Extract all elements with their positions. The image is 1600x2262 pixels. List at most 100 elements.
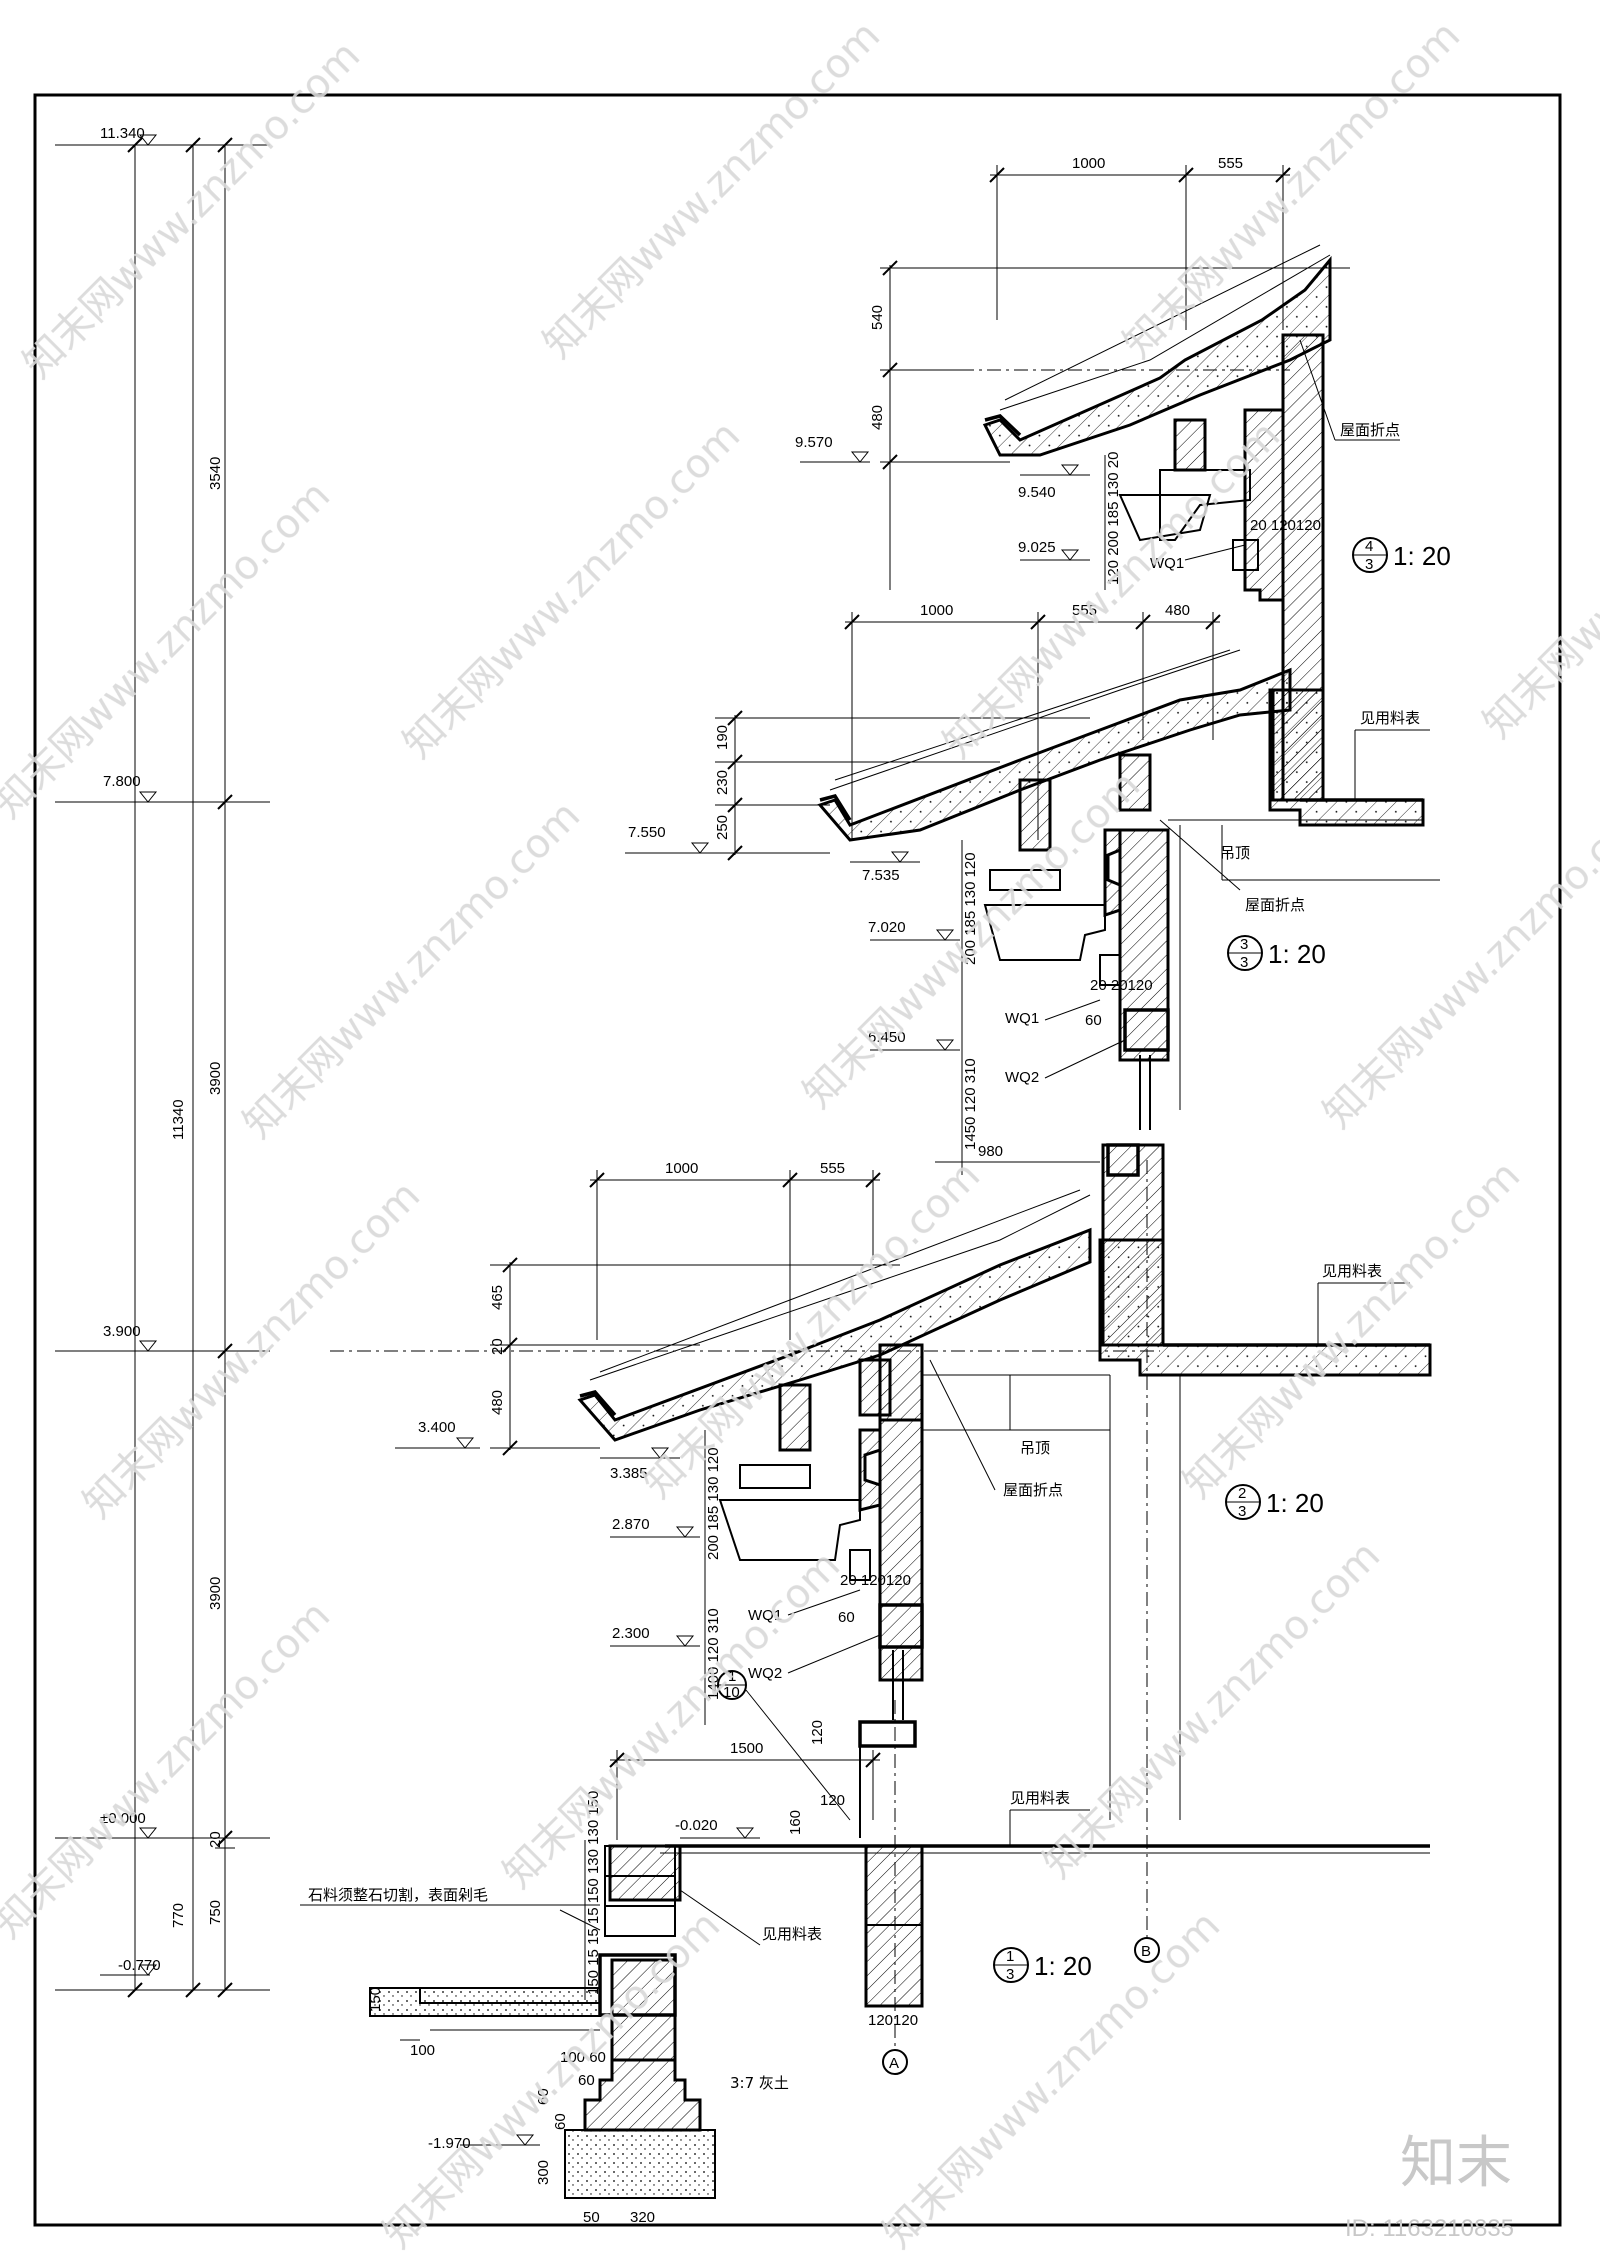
dim-low-small: 20 120120 bbox=[840, 1572, 911, 1589]
watermark-text-11: 知末网www.znzmo.com bbox=[75, 1173, 430, 1528]
dim-mid-555: 555 bbox=[1072, 602, 1097, 619]
level-6-450: 6.450 bbox=[868, 1029, 906, 1046]
dim-base-100a: 100 bbox=[410, 2042, 435, 2059]
detail-2-num: 2 bbox=[1238, 1485, 1246, 1502]
label-lime-soil: 3:7 灰土 bbox=[730, 2074, 789, 2092]
axis-b: B bbox=[1141, 1943, 1151, 1960]
dim-base-wall-width: 120120 bbox=[868, 2012, 918, 2029]
dim-low-555: 555 bbox=[820, 1160, 845, 1177]
label-see-material-low: 见用料表 bbox=[1322, 1262, 1382, 1280]
dim-base-150: 150 bbox=[367, 1987, 384, 2012]
dim-mid-small: 20 20120 bbox=[1090, 977, 1153, 994]
dim-750: 750 bbox=[207, 1900, 224, 1925]
drawing-frame bbox=[33, 93, 1562, 2227]
level-7-020: 7.020 bbox=[868, 919, 906, 936]
label-ceiling-mid: 吊顶 bbox=[1220, 844, 1250, 862]
dim-low-stack-upper: 200 185 130 120 bbox=[705, 1447, 722, 1560]
level-3-385: 3.385 bbox=[610, 1465, 648, 1482]
level-7-800: 7.800 bbox=[103, 773, 141, 790]
watermark-text-5: 知末网www.znzmo.com bbox=[395, 413, 750, 768]
watermark-text-7: 知末网www.znzmo.com bbox=[1475, 393, 1600, 748]
dim-mid-60: 60 bbox=[1085, 1012, 1102, 1029]
watermark-text-13: 知末网www.znzmo.com bbox=[1175, 1153, 1530, 1508]
level-7-535: 7.535 bbox=[862, 867, 900, 884]
label-see-material-mid: 见用料表 bbox=[1360, 709, 1420, 727]
level-3-400: 3.400 bbox=[418, 1419, 456, 1436]
label-see-material-base: 见用料表 bbox=[1010, 1789, 1070, 1807]
dim-base-120: 120 bbox=[809, 1720, 826, 1745]
dim-base-50: 50 bbox=[583, 2209, 600, 2226]
watermark-text-4: 知末网www.znzmo.com bbox=[0, 473, 339, 828]
level-minus-0-020: -0.020 bbox=[675, 1817, 718, 1834]
watermark-text-1: 知末网www.znzmo.com bbox=[15, 33, 370, 388]
label-roof-break-low: 屋面折点 bbox=[1003, 1481, 1063, 1499]
eave-detail-middle: 1000 555 480 190 230 250 200 185 130 120… bbox=[625, 602, 1440, 1175]
dim-low-stack-lower: 1400 120 310 bbox=[705, 1608, 722, 1700]
dim-top-480: 480 bbox=[869, 405, 886, 430]
level-minus-0-770: -0.770 bbox=[118, 1957, 161, 1974]
dim-base-120b: 120 bbox=[820, 1792, 845, 1809]
base-detail: 1500 120 1 60 120 -0.020 120120 A B 见用料表 bbox=[300, 1160, 1430, 2226]
watermark-text-8: 知末网www.znzmo.com bbox=[235, 793, 590, 1148]
axis-a: A bbox=[889, 2055, 899, 2072]
watermark-logo: 知末 bbox=[1400, 2131, 1512, 2196]
dim-base-60c: 60 bbox=[578, 2072, 595, 2089]
label-wq2-mid: WQ2 bbox=[1005, 1069, 1039, 1086]
dim-mid-480: 480 bbox=[1165, 602, 1190, 619]
dim-3900-upper: 3900 bbox=[207, 1062, 224, 1095]
watermark-text-16: 知末网www.znzmo.com bbox=[1035, 1533, 1390, 1888]
detail-1-den: 3 bbox=[1006, 1966, 1014, 1983]
level-3-900: 3.900 bbox=[103, 1323, 141, 1340]
dim-mid-230: 230 bbox=[714, 770, 731, 795]
dim-low-465: 465 bbox=[489, 1285, 506, 1310]
dim-11340: 11340 bbox=[170, 1099, 187, 1140]
dim-top-540: 540 bbox=[869, 305, 886, 330]
axis-b-bubble bbox=[1134, 1937, 1160, 1963]
dim-20-grade: 20 bbox=[207, 1831, 224, 1848]
dim-low-60: 60 bbox=[838, 1609, 855, 1626]
dim-top-stack: 120 200 185 130 20 bbox=[1105, 452, 1122, 585]
dim-top-555: 555 bbox=[1218, 155, 1243, 172]
dim-top-right-small: 20 120120 bbox=[1250, 517, 1321, 534]
dim-770: 770 bbox=[170, 1903, 187, 1928]
dim-mid-stack-upper: 200 185 130 120 bbox=[962, 852, 979, 965]
detail-3-num: 3 bbox=[1240, 936, 1248, 953]
watermark-text-14: 知末网www.znzmo.com bbox=[0, 1593, 339, 1948]
level-minus-1-970: -1.970 bbox=[428, 2135, 471, 2152]
detail-4-scale: 1: 20 bbox=[1393, 541, 1451, 571]
label-wq1-mid: WQ1 bbox=[1005, 1010, 1039, 1027]
level-0-000: ±0.000 bbox=[100, 1810, 146, 1827]
level-7-550: 7.550 bbox=[628, 824, 666, 841]
watermark-layer: 知末网www.znzmo.com 知末网www.znzmo.com 知末网www… bbox=[0, 13, 1600, 2258]
label-wq1-low: WQ1 bbox=[748, 1607, 782, 1624]
watermark-text-10: 知末网www.znzmo.com bbox=[1315, 783, 1600, 1138]
left-level-column: 11.340 7.800 3.900 ±0.000 -0.770 11340 3… bbox=[55, 125, 270, 1998]
dim-mid-stack-lower: 1450 120 310 bbox=[962, 1058, 979, 1150]
label-wq2-low: WQ2 bbox=[748, 1665, 782, 1682]
dim-low-20: 20 bbox=[489, 1338, 506, 1355]
watermark-id: ID: 1163210835 bbox=[1345, 2215, 1514, 2242]
detail-2-scale: 1: 20 bbox=[1266, 1488, 1324, 1518]
level-9-025: 9.025 bbox=[1018, 539, 1056, 556]
level-11-340: 11.340 bbox=[100, 125, 145, 142]
dim-3900-lower: 3900 bbox=[207, 1577, 224, 1610]
detail-4-den: 3 bbox=[1365, 556, 1373, 573]
level-2-870: 2.870 bbox=[612, 1516, 650, 1533]
detail-3-den: 3 bbox=[1240, 954, 1248, 971]
detail-3-scale: 1: 20 bbox=[1268, 939, 1326, 969]
eave-detail-lower: 1000 555 465 20 480 200 185 130 120 1400… bbox=[330, 1143, 1432, 1821]
dim-low-480: 480 bbox=[489, 1390, 506, 1415]
watermark-text-15: 知末网www.znzmo.com bbox=[495, 1543, 850, 1898]
label-stone-note: 石料须整石切割，表面剁毛 bbox=[308, 1886, 488, 1904]
level-9-540: 9.540 bbox=[1018, 484, 1056, 501]
dim-stair-stack: 150 15 15 15 150 130 130 150 bbox=[585, 1791, 602, 1995]
detail-1-num: 1 bbox=[1006, 1948, 1014, 1965]
dim-mid-250: 250 bbox=[714, 815, 731, 840]
detail-2-den: 3 bbox=[1238, 1503, 1246, 1520]
dim-base-top-100-60: 100 60 bbox=[560, 2049, 606, 2066]
dim-mid-190: 190 bbox=[714, 725, 731, 750]
dim-base-320: 320 bbox=[630, 2209, 655, 2226]
dim-base-60b: 60 bbox=[552, 2113, 569, 2130]
dim-base-1500: 1500 bbox=[730, 1740, 763, 1757]
